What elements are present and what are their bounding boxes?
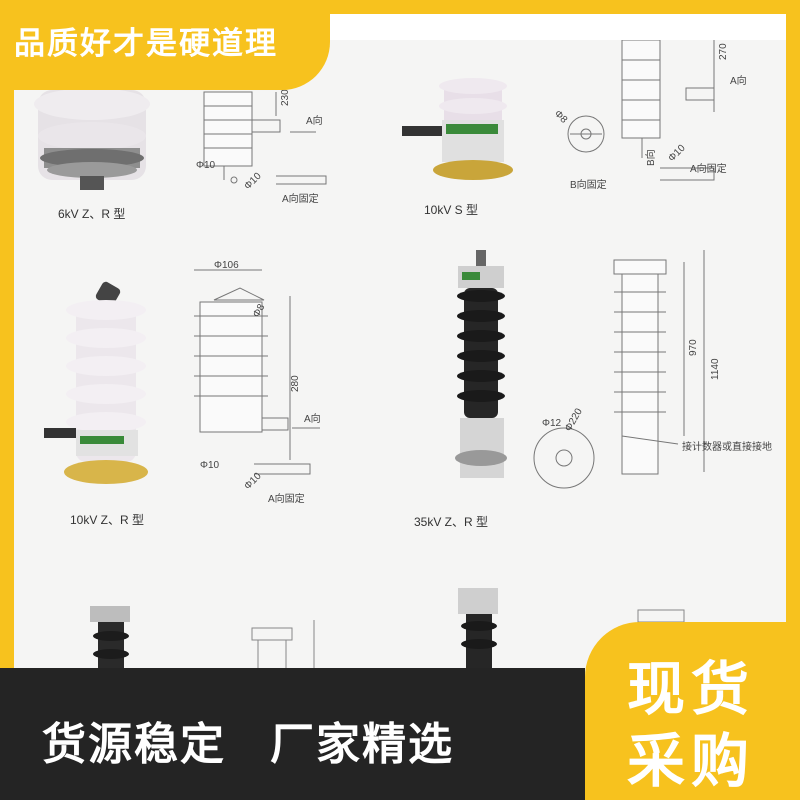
d1-a-fixed: A向固定: [282, 192, 319, 205]
d4-phi-220: Φ220: [563, 406, 585, 433]
d2-phi-bolt: Φ10: [666, 143, 688, 165]
d3-phi-top: Φ106: [214, 260, 239, 271]
d4-phi-12: Φ12: [542, 418, 562, 429]
d3-a-fixed: A向固定: [268, 492, 305, 505]
d2-height: 270: [718, 43, 729, 60]
drawing-6kv: [203, 91, 327, 185]
bottom-slogan-bar: 货源稳定 厂家精选: [0, 668, 585, 800]
product-caption-10kv-s: 10kV S 型: [424, 203, 478, 217]
arrester-drawings: 230 A向 Φ10 Φ10 A向固定 27: [34, 9, 772, 723]
d1-phi-bolt: Φ10: [196, 160, 216, 171]
d1-phi-bolt2: Φ10: [242, 171, 264, 193]
drawing-10kv-s: [567, 9, 715, 181]
product-sheet-panel: 230 A向 Φ10 Φ10 A向固定 27: [14, 9, 786, 786]
product-caption-6kv: 6kV Z、R 型: [58, 207, 125, 221]
d4-h2: 1140: [710, 358, 721, 380]
d2-a-dir: A向: [730, 74, 747, 87]
top-banner: 品质好才是硬道理: [0, 0, 330, 90]
banner-title: 品质好才是硬道理: [14, 26, 278, 62]
d2-a-fixed: A向固定: [690, 162, 727, 175]
spot-purchase-badge: 现货 采购: [585, 622, 800, 800]
drawing-row3-right: [637, 609, 685, 623]
slogan-supply-stable: 货源稳定: [42, 719, 226, 770]
badge-line2: 采购: [627, 727, 756, 795]
arrester-photo-6kv: [34, 88, 150, 190]
arrester-photo-10kv-zr: [44, 281, 148, 484]
d4-h1: 970: [688, 339, 699, 356]
d3-a-dir: A向: [304, 412, 321, 425]
drawing-10kv-zr: [194, 269, 320, 475]
d1-height: 230: [280, 89, 291, 106]
d3-height: 280: [290, 375, 301, 392]
drawing-35kv: [533, 250, 705, 489]
badge-line1: 现货: [627, 655, 756, 723]
arrester-photo-35kv: [455, 250, 507, 478]
d1-a-dir: A向: [306, 114, 323, 127]
d3-phi-bolt: Φ10: [200, 460, 220, 471]
d2-b-fixed: B向固定: [570, 178, 607, 191]
d4-note: 接计数器或直接接地: [682, 440, 772, 453]
product-caption-10kv-zr: 10kV Z、R 型: [70, 513, 144, 527]
d2-b-dir: B向: [644, 149, 657, 166]
product-caption-35kv: 35kV Z、R 型: [414, 515, 488, 529]
d2-phi-8: Φ8: [552, 108, 570, 126]
slogan-factory-selected: 厂家精选: [270, 719, 454, 770]
arrester-photo-10kv-s: [402, 78, 513, 180]
